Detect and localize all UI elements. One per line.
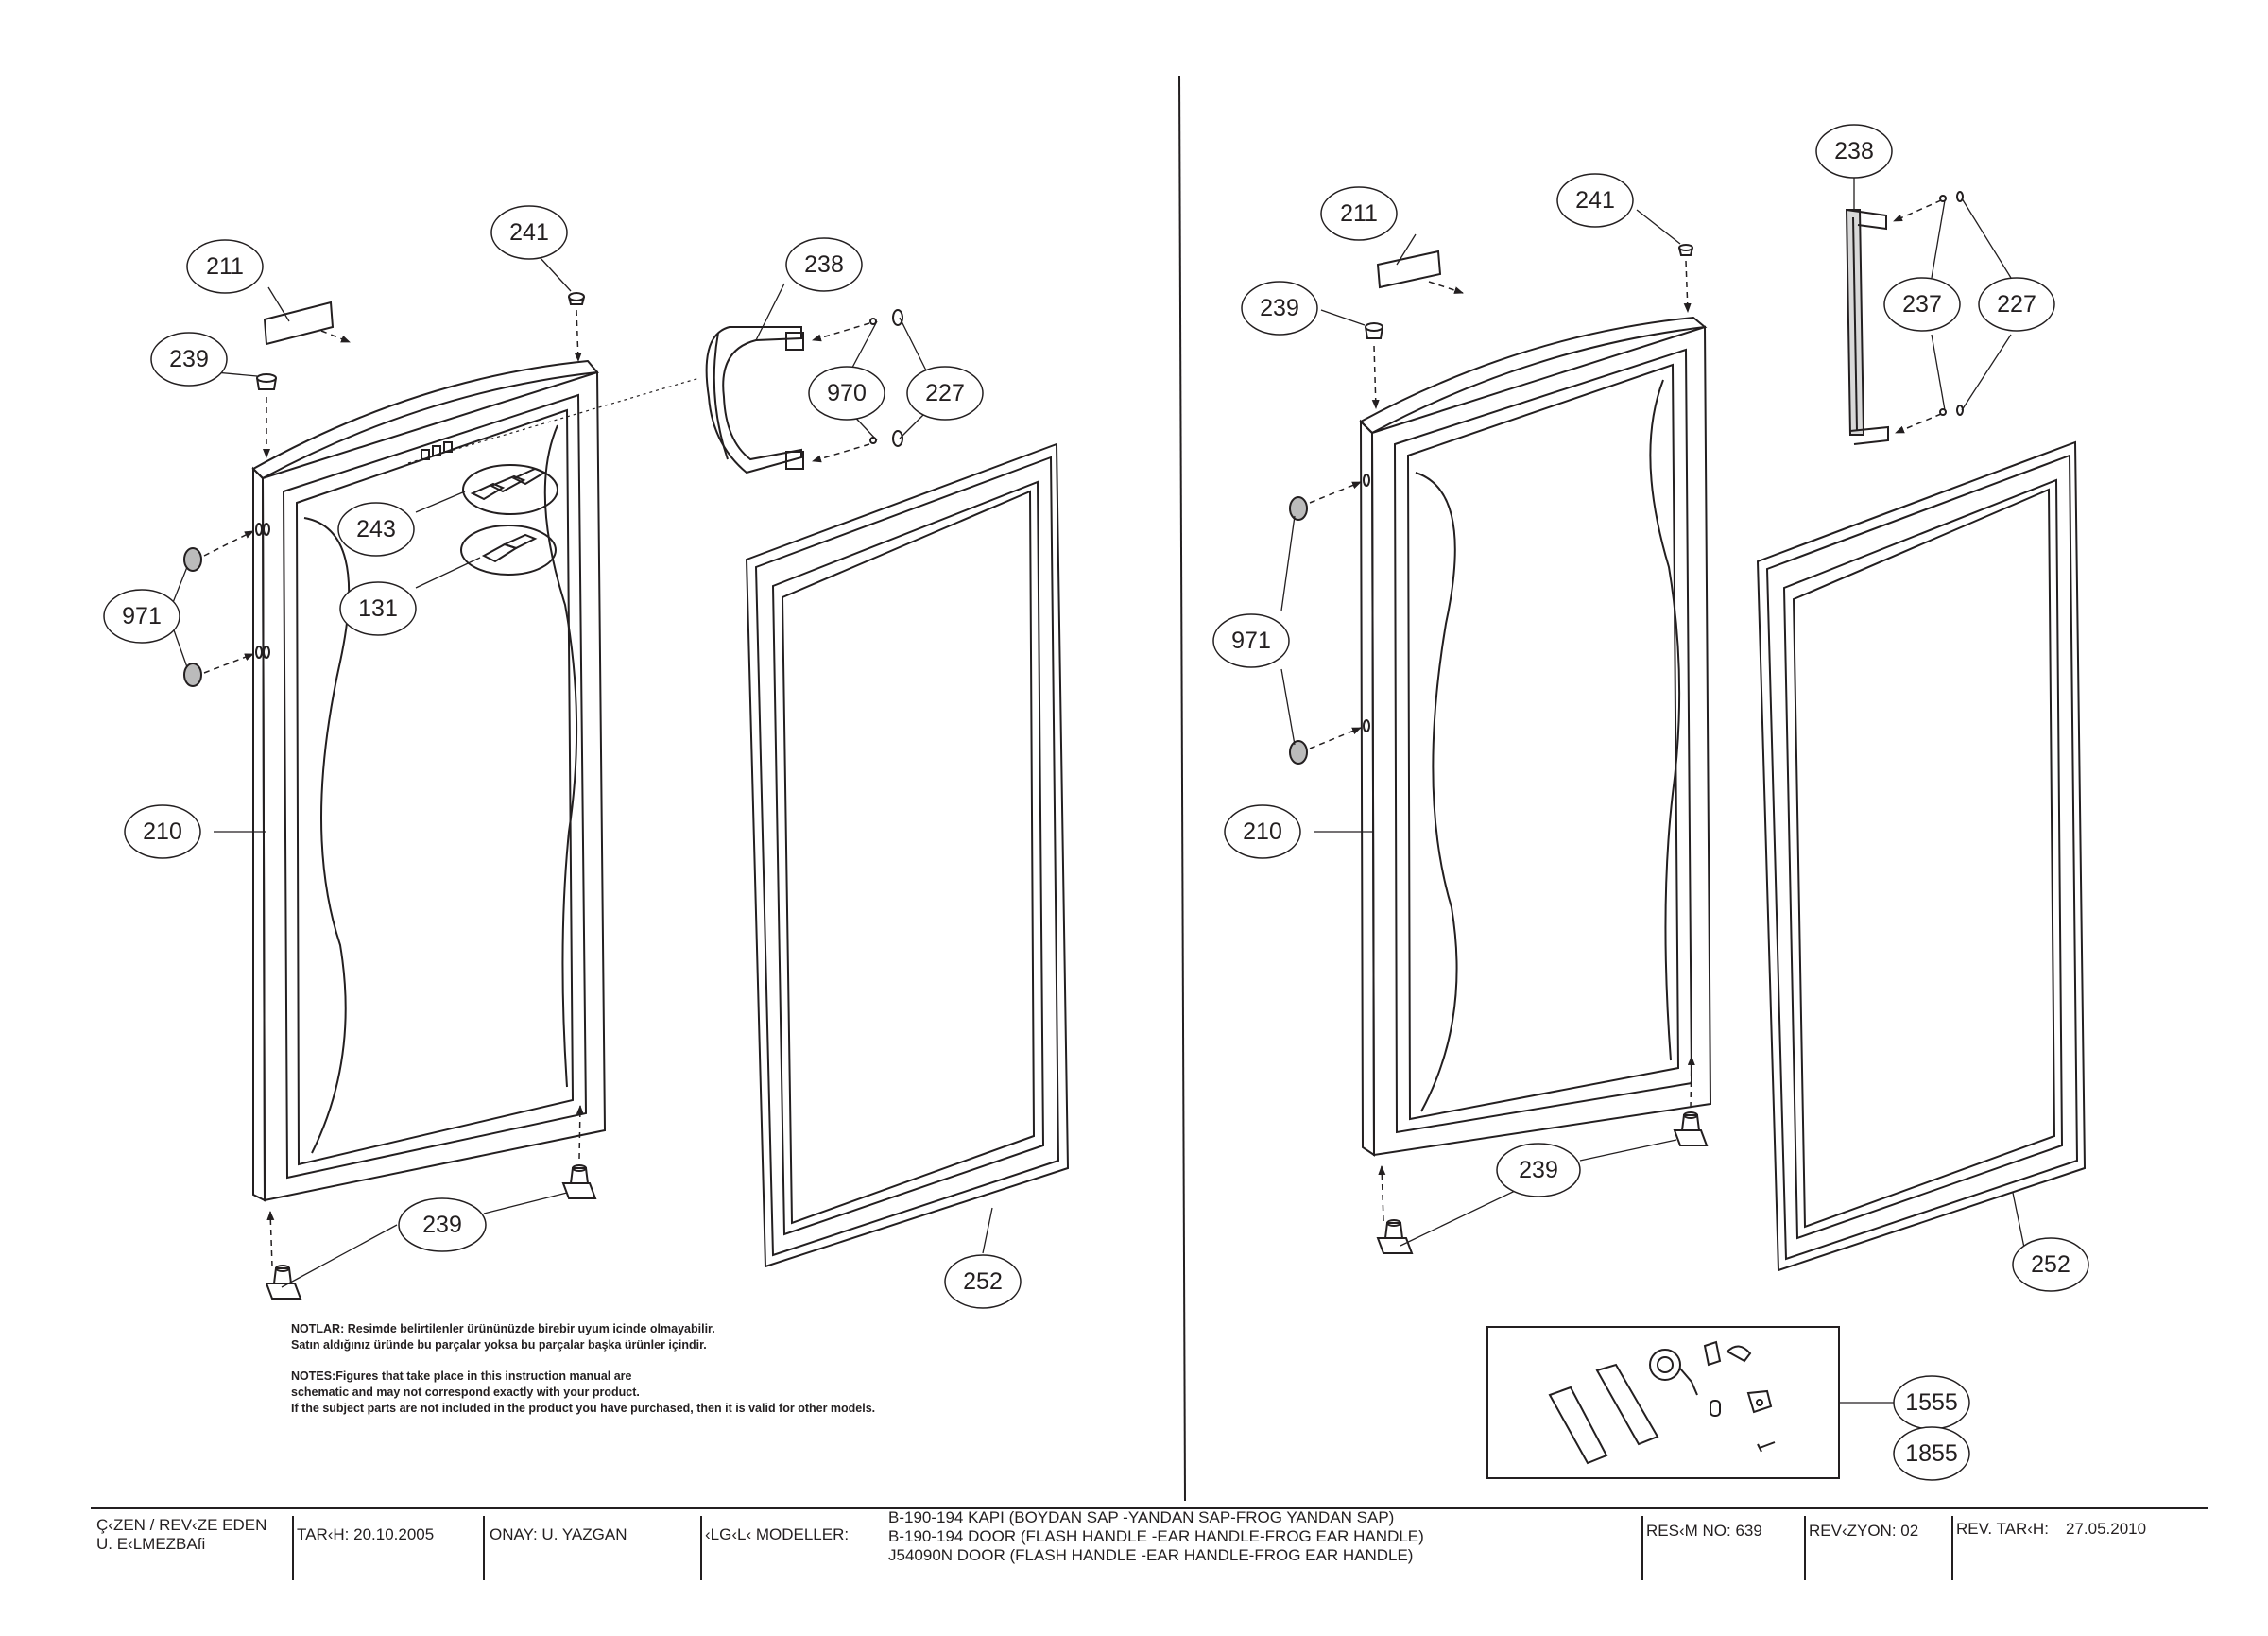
- label-238-right: 238: [1834, 138, 1874, 164]
- label-210-right: 210: [1243, 818, 1282, 845]
- callout-241-right: [1556, 173, 1634, 228]
- label-243: 243: [356, 516, 396, 542]
- models-label: ‹LG‹L‹ MODELLER:: [705, 1525, 850, 1543]
- door-gasket-252-left: [745, 442, 1070, 1268]
- label-241: 241: [509, 219, 549, 246]
- title-block-grid: [91, 1507, 2208, 1580]
- hole-cover-971: [183, 547, 202, 687]
- drawn-by-name: U. E‹LMEZBAfi: [96, 1535, 206, 1553]
- notes-english: NOTES:Figures that take place in this in…: [291, 1369, 875, 1417]
- callout-227-right: [1978, 277, 2055, 332]
- label-210: 210: [143, 818, 182, 845]
- label-211: 211: [206, 253, 244, 280]
- callout-1855-right: [1893, 1426, 1970, 1481]
- callout-241: [490, 205, 568, 260]
- callout-970: [808, 366, 885, 421]
- callout-131: [339, 581, 417, 636]
- door-assembly-210-right: [1359, 316, 1712, 1157]
- accessory-kit-1555-1855: [1486, 1326, 1840, 1479]
- date-cell: TAR‹H: 20.10.2005: [297, 1525, 435, 1543]
- label-971-right: 971: [1231, 628, 1271, 654]
- door-assembly-210: [251, 359, 607, 1202]
- handle-238-left: [705, 326, 804, 474]
- drawn-by-label: Ç‹ZEN / REV‹ZE EDEN: [96, 1516, 267, 1534]
- callout-971-right: [1212, 613, 1290, 668]
- models-cell: B-190-194 KAPI (BOYDAN SAP -YANDAN SAP-F…: [888, 1508, 1424, 1565]
- label-252: 252: [963, 1268, 1003, 1295]
- callout-239-bottom-right: [1496, 1143, 1581, 1197]
- callout-211: [186, 239, 264, 294]
- label-238: 238: [804, 251, 844, 278]
- models-line1: B-190-194 KAPI (BOYDAN SAP -YANDAN SAP-F…: [888, 1508, 1395, 1526]
- callout-238-right: [1815, 124, 1893, 179]
- revision-date-label: REV. TAR‹H:: [1956, 1520, 2049, 1538]
- models-line3: J54090N DOOR (FLASH HANDLE -EAR HANDLE-F…: [888, 1546, 1414, 1564]
- label-971: 971: [122, 603, 162, 629]
- drawing-number: RES‹M NO: 639: [1646, 1522, 1762, 1540]
- label-211-right: 211: [1340, 200, 1378, 227]
- hinge-plug-239-top-right: [1365, 322, 1383, 339]
- callout-971: [103, 589, 180, 644]
- callout-211-right: [1320, 186, 1398, 241]
- hinge-bush-241: [568, 292, 585, 305]
- callout-237-right: [1883, 277, 1961, 332]
- hinge-plug-239-bottom-right: [1376, 1111, 1709, 1254]
- label-1855-right: 1855: [1905, 1440, 1958, 1467]
- callout-239-top-right: [1241, 281, 1318, 336]
- notes-turkish: NOTLAR: Resimde belirtilenler ürününüzde…: [291, 1321, 715, 1353]
- revision-number: REV‹ZYON: 02: [1809, 1522, 1919, 1540]
- note-en-line3: If the subject parts are not included in…: [291, 1402, 876, 1415]
- callout-238: [785, 237, 863, 292]
- hole-cover-971-right: [1289, 496, 1308, 765]
- approval-cell: ONAY: U. YAZGAN: [490, 1525, 627, 1543]
- label-241-right: 241: [1575, 187, 1615, 214]
- callout-210-right: [1224, 804, 1301, 859]
- handle-238-right: [1845, 209, 1889, 445]
- label-237-right: 237: [1902, 291, 1942, 318]
- callout-210: [124, 804, 201, 859]
- label-1555-right: 1555: [1905, 1389, 1958, 1416]
- callout-239-top: [150, 332, 228, 387]
- callout-243: [337, 502, 415, 557]
- label-239-top: 239: [169, 346, 209, 372]
- decal-plate-211: [263, 301, 335, 346]
- decal-plate-211-right: [1376, 250, 1442, 289]
- label-227-right: 227: [1997, 291, 2036, 318]
- callout-252: [944, 1254, 1022, 1309]
- note-en-line2: schematic and may not correspond exactly…: [291, 1386, 640, 1399]
- hinge-plug-239-top: [256, 373, 277, 390]
- label-970: 970: [827, 380, 867, 406]
- models-line2: B-190-194 DOOR (FLASH HANDLE -EAR HANDLE…: [888, 1527, 1424, 1545]
- note-tr-line1: NOTLAR: Resimde belirtilenler ürününüzde…: [291, 1322, 715, 1335]
- drawn-by-cell: Ç‹ZEN / REV‹ZE EDEN U. E‹LMEZBAfi: [96, 1516, 266, 1554]
- door-gasket-252-right: [1756, 440, 2087, 1272]
- note-en-line1: NOTES:Figures that take place in this in…: [291, 1369, 632, 1383]
- label-239-top-right: 239: [1260, 295, 1299, 321]
- callout-252-right: [2012, 1237, 2089, 1292]
- callout-239-bottom: [398, 1197, 487, 1252]
- button-set-243: [462, 464, 558, 515]
- label-227: 227: [925, 380, 965, 406]
- button-set-131: [460, 525, 557, 576]
- hinge-bush-241-right: [1678, 244, 1693, 256]
- label-239-bottom-right: 239: [1519, 1157, 1558, 1183]
- revision-date: 27.05.2010: [2066, 1520, 2147, 1538]
- label-239-bottom: 239: [422, 1212, 462, 1238]
- label-252-right: 252: [2031, 1251, 2070, 1278]
- callout-227: [906, 366, 984, 421]
- label-131: 131: [358, 595, 398, 622]
- note-tr-line2: Satın aldığınız üründe bu parçalar yoksa…: [291, 1338, 707, 1352]
